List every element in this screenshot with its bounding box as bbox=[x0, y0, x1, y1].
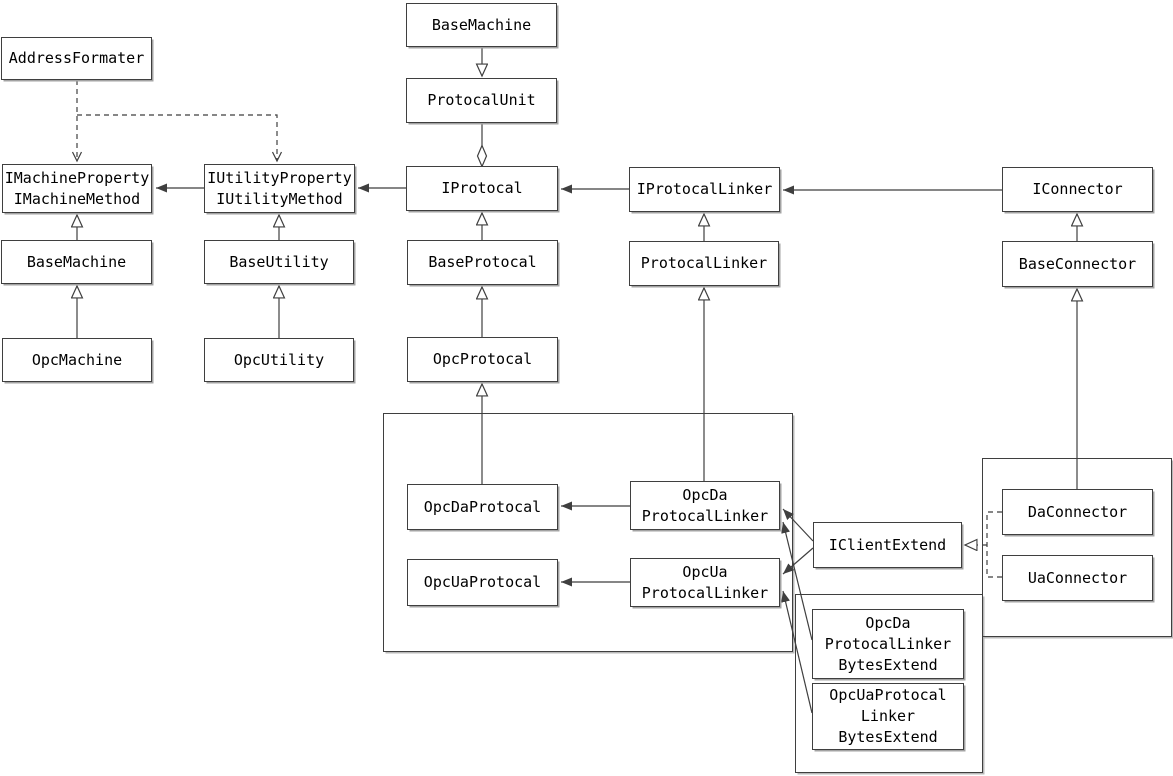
node-opcuaprotocal-linker-bytesextend: OpcUaProtocal Linker BytesExtend bbox=[812, 683, 964, 750]
node-iconnector: IConnector bbox=[1002, 167, 1153, 212]
node-opcmachine: OpcMachine bbox=[2, 338, 152, 382]
node-addressformater: AddressFormater bbox=[1, 37, 152, 80]
node-iclientextend: IClientExtend bbox=[813, 522, 962, 568]
edge-opcdabytes-opcdalinker bbox=[781, 521, 813, 641]
edge-realize-trunk bbox=[986, 511, 1002, 578]
group-box-bytes-extend bbox=[795, 594, 983, 773]
group-box-opc-protocal-linkers bbox=[383, 413, 793, 652]
node-baseutility: BaseUtility bbox=[204, 240, 354, 284]
node-protocalunit: ProtocalUnit bbox=[406, 78, 557, 123]
node-baseconnector: BaseConnector bbox=[1002, 241, 1153, 287]
node-uaconnector: UaConnector bbox=[1002, 555, 1153, 601]
edge-opcuabytes-opcualinker bbox=[781, 590, 813, 714]
node-daconnector: DaConnector bbox=[1002, 489, 1153, 535]
node-iutilityproperty: IUtilityProperty IUtilityMethod bbox=[204, 164, 355, 213]
node-opcda-protocallinker-bytesextend: OpcDa ProtocalLinker BytesExtend bbox=[812, 609, 964, 679]
node-opcutility: OpcUtility bbox=[204, 338, 354, 382]
node-opcdaprotocal: OpcDaProtocal bbox=[407, 484, 558, 530]
node-basemachine-top: BaseMachine bbox=[406, 3, 557, 47]
node-opcprotocal: OpcProtocal bbox=[407, 337, 558, 382]
node-iprotocal: IProtocal bbox=[406, 166, 558, 211]
node-protocallinker: ProtocalLinker bbox=[629, 241, 779, 286]
aggregation-diamond bbox=[476, 143, 488, 169]
node-opcuaprotocal: OpcUaProtocal bbox=[407, 559, 558, 606]
edge-iclientextend-opcualinker bbox=[782, 547, 814, 575]
edge-iclientextend-opcdalinker bbox=[782, 508, 814, 542]
node-basemachine: BaseMachine bbox=[1, 240, 152, 284]
node-baseprotocal: BaseProtocal bbox=[407, 240, 558, 285]
node-imachineproperty: IMachineProperty IMachineMethod bbox=[2, 164, 152, 213]
edge-dep-addressformater-iutilityproperty bbox=[77, 114, 283, 163]
node-opcda-protocallinker: OpcDa ProtocalLinker bbox=[630, 481, 780, 530]
node-opcua-protocallinker: OpcUa ProtocalLinker bbox=[630, 558, 780, 607]
node-iprotocallinker: IProtocalLinker bbox=[629, 167, 780, 212]
